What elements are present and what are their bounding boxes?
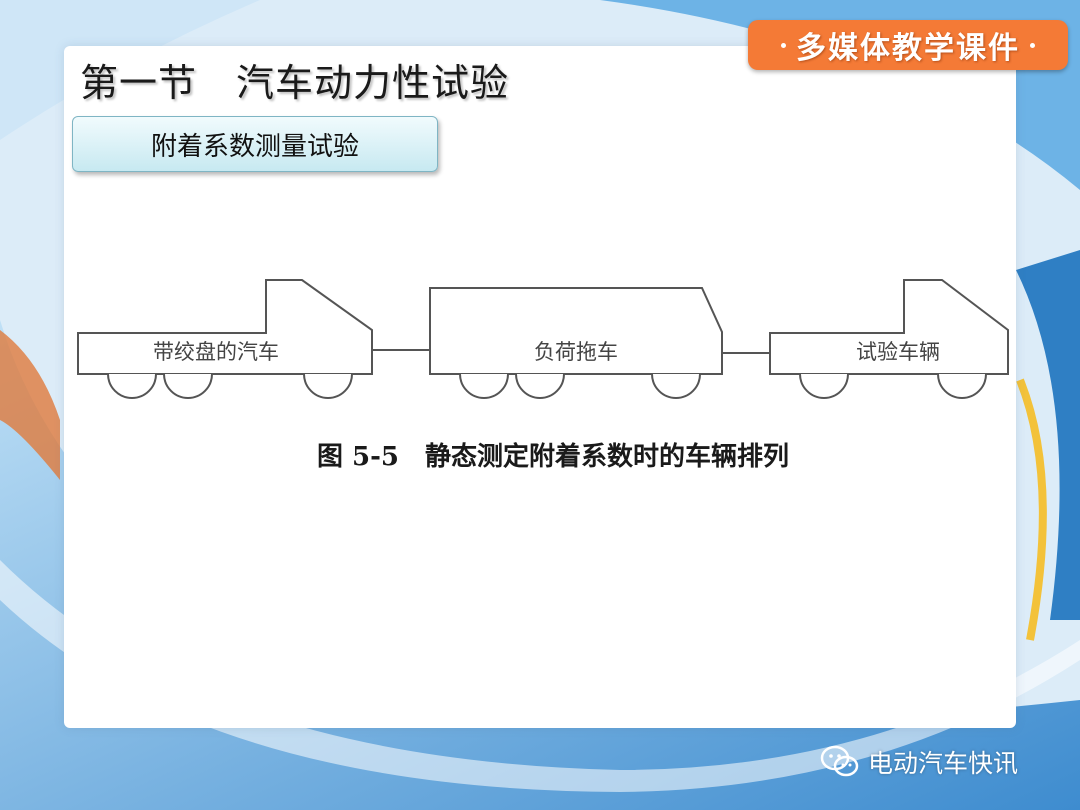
- vehicle-label: 负荷拖车: [534, 340, 618, 364]
- winch-truck: [77, 279, 373, 399]
- badge-dot-right: [1030, 42, 1035, 48]
- watermark: 电动汽车快讯: [820, 742, 1018, 782]
- vehicle-label: 试验车辆: [856, 340, 940, 364]
- figure-caption: 图 5-5 静态测定附着系数时的车辆排列: [316, 442, 790, 472]
- badge-dot-left: [781, 42, 786, 48]
- watermark-text: 电动汽车快讯: [868, 749, 1019, 778]
- courseware-badge: 多媒体教学课件: [748, 20, 1068, 70]
- wechat-icon: [820, 745, 859, 777]
- section-subtitle: 附着系数测量试验: [72, 116, 438, 172]
- vehicle-label: 带绞盘的汽车: [153, 340, 279, 364]
- test-vehicle: [769, 279, 1009, 399]
- load-trailer: [429, 287, 723, 399]
- badge-label: 多媒体教学课件: [796, 31, 1020, 66]
- slide-title: 第一节 汽车动力性试验: [80, 61, 510, 105]
